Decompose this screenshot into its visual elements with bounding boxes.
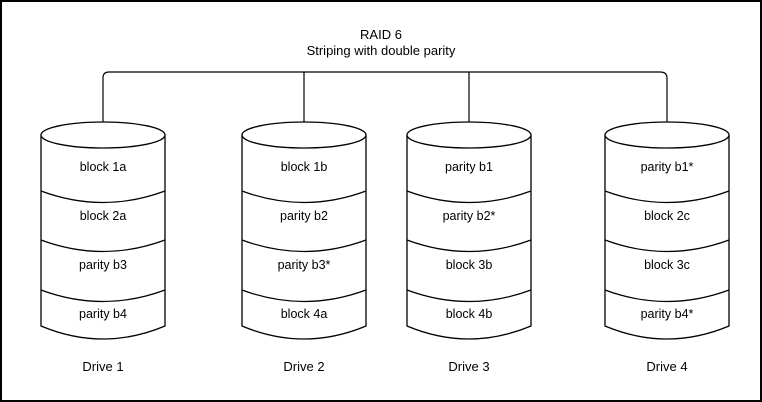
drive-3-label: Drive 3 [448,359,490,374]
segment-label: parity b3* [277,258,331,272]
segment-label: parity b3 [79,258,127,272]
segment-label: parity b2 [280,209,328,223]
segment-label: parity b4* [640,307,694,321]
drive-4: parity b1* block 2c block 3c parity b4* … [603,121,731,387]
diagram-title: RAID 6 Striping with double parity [2,27,760,59]
title-line2: Striping with double parity [306,43,456,58]
segment-label: block 1a [79,160,127,174]
cylinder-drive-3-icon [406,121,532,340]
cylinder-drive-2-icon [241,121,367,340]
drive-2: block 1b parity b2 parity b3* block 4a D… [240,121,368,387]
segment-label: block 2a [79,209,127,223]
drive-4-label: Drive 4 [646,359,688,374]
segment-label: block 4a [280,307,328,321]
cylinder-drive-1-icon [40,121,166,340]
drive-2-label: Drive 2 [283,359,325,374]
segment-label: block 2c [644,209,690,223]
segment-label: parity b1 [445,160,493,174]
segment-label: block 1b [280,160,328,174]
drive-3: parity b1 parity b2* block 3b block 4b D… [405,121,533,387]
segment-label: block 3c [644,258,690,272]
segment-label: parity b2* [442,209,496,223]
cylinder-drive-4-icon [604,121,730,340]
segment-label: parity b4 [79,307,127,321]
segment-label: parity b1* [640,160,694,174]
drive-1-label: Drive 1 [82,359,124,374]
connector-bracket [102,71,668,122]
title-line1: RAID 6 [360,27,402,42]
segment-label: block 4b [445,307,493,321]
segment-label: block 3b [445,258,493,272]
drive-1: block 1a block 2a parity b3 parity b4 Dr… [39,121,167,387]
